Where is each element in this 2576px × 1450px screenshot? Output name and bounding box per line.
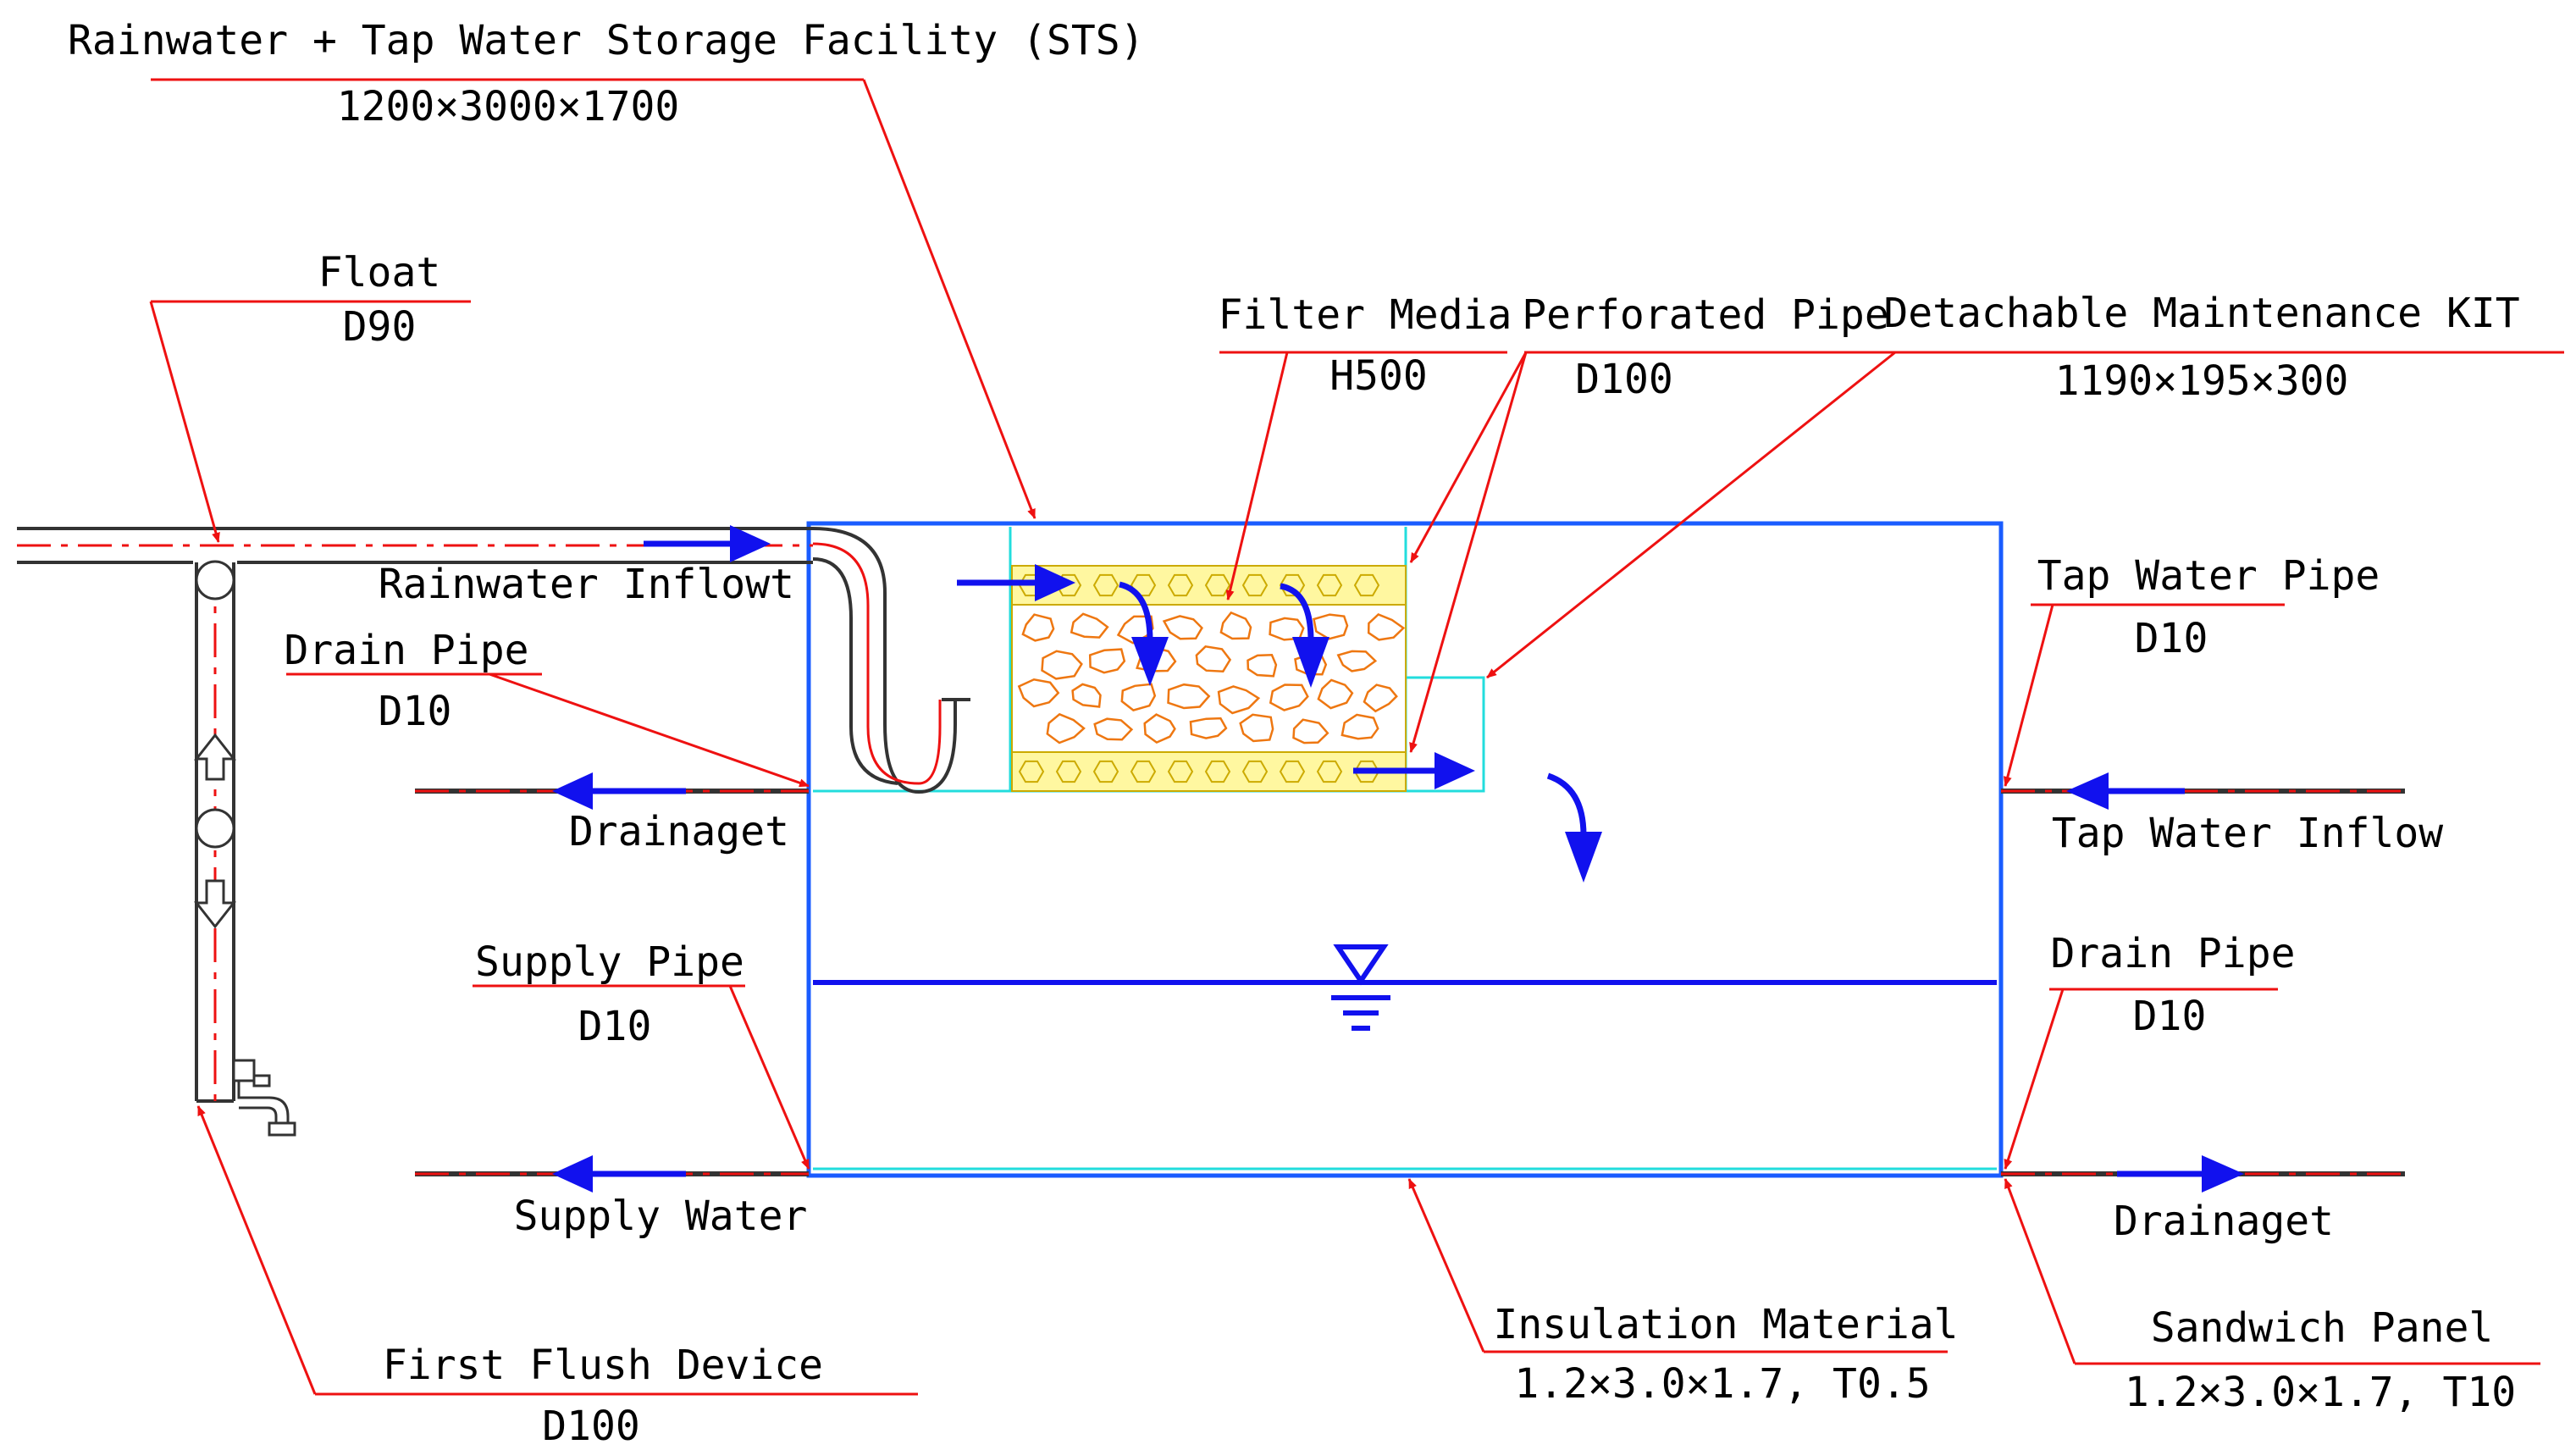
- perforated-pipe-bottom: [1011, 751, 1407, 792]
- insulation-dimensions: 1.2×3.0×1.7, T0.5: [1514, 1360, 1930, 1408]
- filter-stone: [1071, 683, 1102, 708]
- perforation-hole: [1055, 760, 1082, 783]
- filter-stone: [1189, 717, 1228, 739]
- filter-stone: [1363, 683, 1398, 713]
- insulation-title: Insulation Material: [1493, 1301, 1958, 1348]
- perforation-hole: [1204, 573, 1231, 597]
- filter-stone: [1217, 685, 1261, 715]
- inlet-trap: [812, 527, 970, 794]
- perforation-hole: [1241, 573, 1269, 597]
- perforation-hole: [1204, 760, 1231, 783]
- rainwater-inflow-label: Rainwater Inflowt: [379, 561, 794, 608]
- filter-stone: [1143, 713, 1176, 744]
- perforated-pipe-dimensions: D100: [1575, 356, 1673, 403]
- float-ball-lower: [195, 808, 235, 849]
- filter-media-dimensions: H500: [1329, 352, 1428, 400]
- leader-lines: [149, 78, 2564, 1396]
- rainwater-inlet-pipe: [17, 527, 813, 564]
- filter-stone: [1336, 650, 1378, 672]
- perforated-pipe-title: Perforated Pipe: [1522, 291, 1888, 339]
- tap-water-pipe-dimensions: D10: [2135, 615, 2208, 662]
- filter-stone: [1167, 683, 1211, 710]
- perforation-hole: [1279, 760, 1306, 783]
- perforation-hole: [1130, 573, 1157, 597]
- flow-arrows: [552, 525, 2244, 1193]
- supply-pipe-dimensions: D10: [578, 1003, 652, 1050]
- filter-stone: [1021, 613, 1055, 642]
- filter-media-title: Filter Media: [1219, 291, 1512, 339]
- perforated-pipe-top: [1011, 565, 1407, 606]
- filter-stone: [1088, 648, 1126, 674]
- filter-stone: [1239, 713, 1274, 743]
- perforation-hole: [1167, 573, 1194, 597]
- drainage-right-label: Drainaget: [2114, 1198, 2334, 1245]
- filter-stone: [1269, 683, 1309, 711]
- drain-pipe-left-dimensions: D10: [379, 688, 452, 735]
- maintenance-kit-title: Detachable Maintenance KIT: [1883, 290, 2519, 337]
- filter-stone: [1162, 615, 1203, 640]
- faucet-icon: [232, 1059, 296, 1137]
- float-title: Float: [318, 249, 441, 296]
- filter-stone: [1247, 654, 1278, 678]
- maintenance-kit-dimensions: 1190×195×300: [2055, 357, 2349, 405]
- water-level-icon: [1333, 944, 1389, 986]
- water-level: [813, 944, 1997, 1031]
- perforation-hole: [1130, 760, 1157, 783]
- filter-stone: [1017, 678, 1060, 708]
- first-flush-title: First Flush Device: [383, 1342, 823, 1389]
- filter-stone: [1317, 678, 1354, 710]
- filter-stone: [1120, 683, 1157, 711]
- perforation-hole: [1167, 760, 1194, 783]
- perforation-hole: [1316, 573, 1343, 597]
- labels: Rainwater + Tap Water Storage Facility (…: [68, 17, 2520, 1450]
- filter-stone: [1313, 613, 1349, 640]
- first-flush-device: [193, 560, 296, 1137]
- float-dimensions: D90: [343, 303, 417, 351]
- filter-stone: [1219, 611, 1252, 640]
- perforation-hole: [1018, 760, 1045, 783]
- tap-water-inflow-label: Tap Water Inflow: [2052, 810, 2443, 857]
- first-flush-dimensions: D100: [542, 1403, 640, 1450]
- drainage-left-label: Drainaget: [569, 808, 789, 855]
- perforation-hole: [1092, 573, 1119, 597]
- filter-stone: [1046, 712, 1086, 744]
- filter-stone: [1195, 645, 1232, 672]
- sandwich-panel-dimensions: 1.2×3.0×1.7, T10: [2125, 1369, 2516, 1416]
- filter-media: [1011, 565, 1407, 792]
- filter-stone: [1041, 650, 1083, 680]
- drain-pipe-right-title: Drain Pipe: [2051, 930, 2296, 977]
- down-arrow-icon: [193, 879, 237, 929]
- tap-water-pipe-title: Tap Water Pipe: [2037, 552, 2380, 600]
- filter-stone: [1341, 713, 1379, 740]
- perforation-hole: [1241, 760, 1269, 783]
- drain-pipe-left-title: Drain Pipe: [285, 627, 529, 674]
- float-ball: [195, 560, 235, 600]
- filter-stone: [1093, 717, 1134, 741]
- filter-stone: [1070, 612, 1109, 639]
- filter-stone: [1292, 718, 1329, 744]
- perforation-hole: [1353, 573, 1380, 597]
- up-arrow-icon: [193, 733, 237, 781]
- supply-pipe-title: Supply Pipe: [475, 938, 744, 986]
- drain-pipe-right-dimensions: D10: [2133, 993, 2207, 1040]
- filter-stone: [1136, 645, 1177, 672]
- perforation-hole: [1316, 760, 1343, 783]
- sts-title: Rainwater + Tap Water Storage Facility (…: [68, 17, 1145, 64]
- filter-stone: [1367, 613, 1406, 641]
- supply-water-label: Supply Water: [514, 1193, 808, 1240]
- sandwich-panel-title: Sandwich Panel: [2151, 1304, 2494, 1352]
- perforation-hole: [1092, 760, 1119, 783]
- sts-dimensions: 1200×3000×1700: [337, 83, 680, 130]
